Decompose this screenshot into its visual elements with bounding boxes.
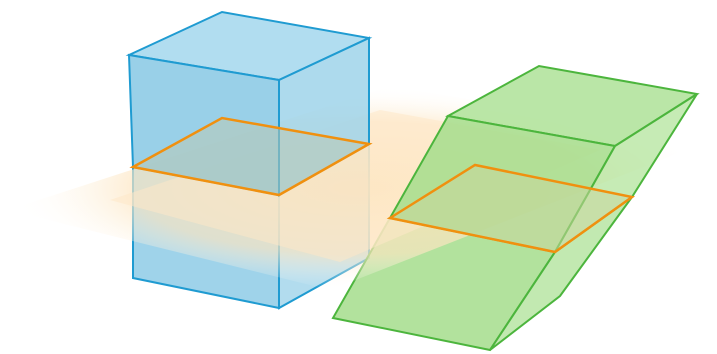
right-prism-cross-section bbox=[129, 116, 373, 197]
oblique-prism-cross-section bbox=[386, 163, 636, 254]
oblique-prism-upper bbox=[386, 64, 700, 254]
right-prism-upper bbox=[125, 10, 373, 197]
